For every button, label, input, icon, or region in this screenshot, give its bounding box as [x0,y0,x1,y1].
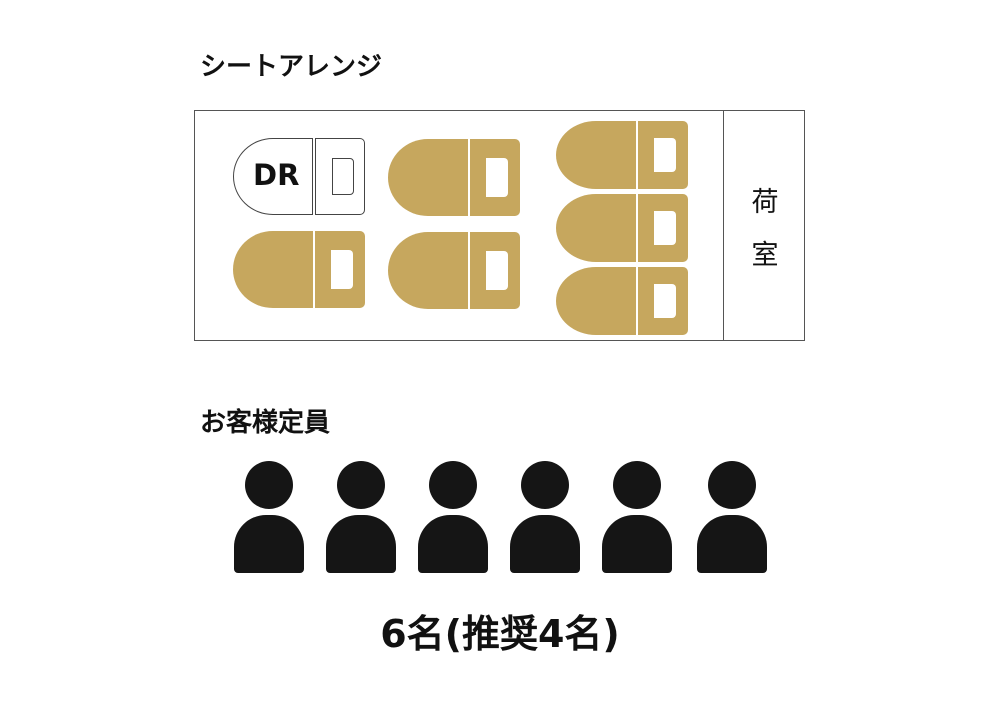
seat [388,232,520,309]
person-icon [326,461,396,573]
seat [556,121,688,189]
driver-seat: DR [233,138,365,215]
seat [233,231,365,308]
person-icon [602,461,672,573]
seat-layout-diagram: DR 荷 室 [194,110,805,341]
seat-arrangement-title: シートアレンジ [200,52,383,82]
seat [556,267,688,335]
luggage-label-1: 荷 [751,186,779,218]
seat [556,194,688,262]
luggage-label-2: 室 [751,239,779,271]
person-icon [234,461,304,573]
capacity-caption: 6名(推奨4名) [380,612,620,656]
luggage-compartment: 荷 室 [723,111,806,340]
capacity-title: お客様定員 [200,408,331,438]
person-icon [510,461,580,573]
person-icon [697,461,767,573]
person-icon [418,461,488,573]
driver-label: DR [253,158,300,192]
seat [388,139,520,216]
